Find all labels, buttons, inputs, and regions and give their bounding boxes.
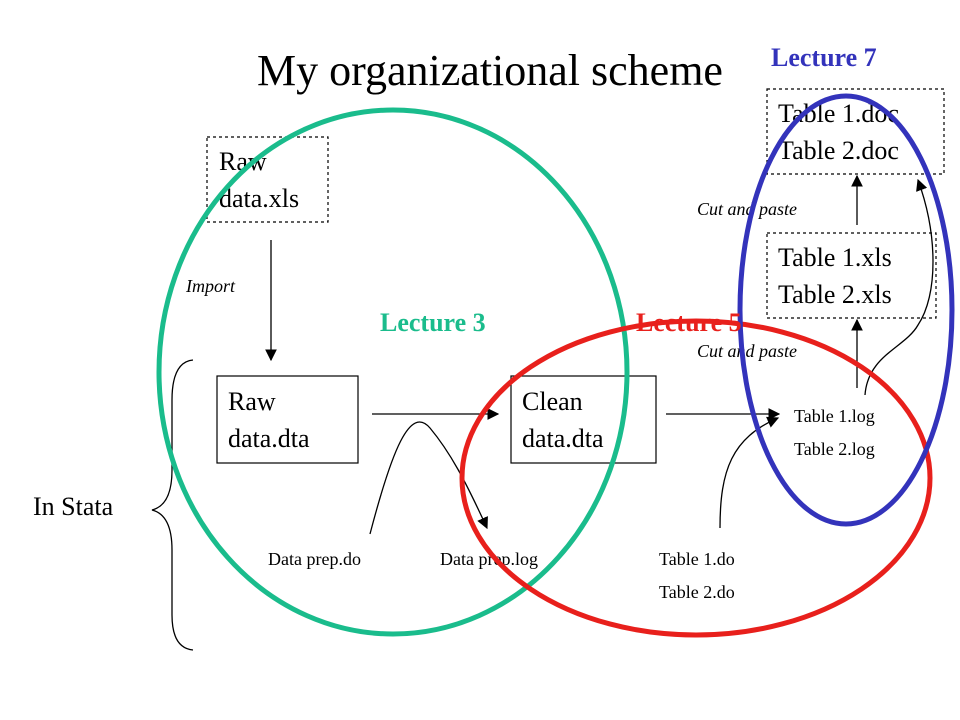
clean-dta-label: Clean data.dta — [522, 387, 604, 453]
log-to-doc-curve — [864, 178, 934, 396]
cut-paste-upper-label: Cut and paste — [697, 199, 797, 219]
table-doc-box — [766, 88, 945, 175]
clean-dta-box — [510, 375, 657, 464]
table-xls-label: Table 1.xls Table 2.xls — [778, 243, 898, 309]
lecture-7-ellipse — [737, 93, 955, 527]
raw-xls-label: Raw data.xls — [219, 147, 299, 213]
import-label: Import — [185, 276, 236, 296]
in-stata-brace — [151, 359, 194, 651]
raw-dta-box — [216, 375, 359, 464]
table-log-label: Table 1.log Table 2.log — [794, 406, 879, 459]
data-prep-do-label: Data prep.do — [268, 549, 361, 569]
lecture-5-label: Lecture 5 — [636, 308, 742, 337]
do-to-table-log-curve — [719, 416, 780, 529]
lecture-3-ellipse — [156, 107, 630, 637]
lecture-5-ellipse — [459, 318, 933, 638]
table-do-label: Table 1.do Table 2.do — [659, 549, 739, 602]
data-prep-log-label: Data prep.log — [440, 549, 538, 569]
lecture-3-label: Lecture 3 — [380, 308, 486, 337]
in-stata-label: In Stata — [33, 492, 114, 521]
raw-xls-box — [206, 136, 329, 223]
lecture-7-label: Lecture 7 — [771, 43, 877, 72]
do-to-log-curve — [369, 421, 488, 535]
page-title: My organizational scheme — [257, 46, 723, 95]
table-doc-label: Table 1.doc Table 2.doc — [778, 99, 905, 165]
table-xls-box — [766, 232, 937, 319]
raw-dta-label: Raw data.dta — [228, 387, 310, 453]
cut-paste-lower-label: Cut and paste — [697, 341, 797, 361]
